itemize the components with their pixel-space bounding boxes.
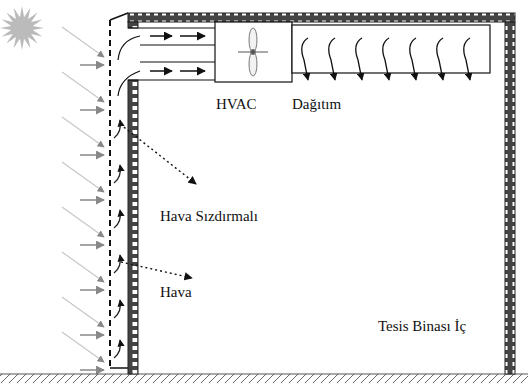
sun-ray (80, 154, 104, 156)
skin-label: Hava Sızdırmalı (160, 208, 258, 225)
sun-ray (62, 332, 104, 362)
distribution-duct (292, 25, 490, 73)
sun-ray (80, 334, 104, 336)
sun-ray (62, 117, 104, 147)
interior-label: Tesis Binası İç (378, 318, 466, 335)
right-wall (505, 22, 515, 374)
cavity-arrow (114, 165, 120, 183)
sun-rays (62, 27, 104, 370)
supply-arrow (410, 38, 416, 80)
supply-arrow (329, 38, 335, 80)
sun-ray (80, 199, 104, 201)
intake-duct (118, 28, 215, 96)
sun-ray (80, 289, 104, 291)
roof (128, 13, 515, 22)
skin-base (110, 367, 128, 369)
sun-ray (62, 72, 104, 102)
sun-ray (62, 27, 104, 57)
supply-arrow (302, 38, 308, 80)
left-wall (128, 22, 138, 28)
flow-arrows (150, 36, 205, 71)
ground-hatch (0, 374, 528, 383)
fan-symbol (238, 28, 268, 76)
skin-cap (110, 13, 128, 20)
leader-line (120, 124, 196, 184)
sun-symbol (0, 6, 44, 50)
sun-ray (80, 244, 104, 246)
supply-arrows (302, 38, 470, 80)
sun-ray (62, 297, 104, 327)
sun-ray (80, 109, 104, 111)
cavity-arrow (114, 255, 120, 273)
supply-arrow (464, 38, 470, 80)
cavity-arrow (114, 300, 120, 318)
supply-arrow (356, 38, 362, 80)
equipment-label: HVAC (216, 96, 257, 113)
hvac-unit (215, 22, 292, 82)
ground-line (0, 374, 528, 375)
sun-ray (62, 252, 104, 282)
supply-arrow (383, 38, 389, 80)
cavity-arrow (114, 340, 120, 358)
skin-label: Hava (160, 284, 192, 301)
supply-arrow (437, 38, 443, 80)
equipment-label: Dağıtım (292, 96, 341, 113)
sun-ray (80, 64, 104, 66)
leader-line (121, 262, 192, 278)
cavity-arrow (114, 120, 120, 138)
left-wall (128, 80, 138, 374)
sun-ray (80, 369, 104, 371)
sun-ray (62, 162, 104, 192)
cavity-air-arrows (114, 120, 120, 358)
sun-ray (62, 207, 104, 237)
cavity-arrow (114, 210, 120, 228)
permeable-skin (109, 20, 111, 368)
